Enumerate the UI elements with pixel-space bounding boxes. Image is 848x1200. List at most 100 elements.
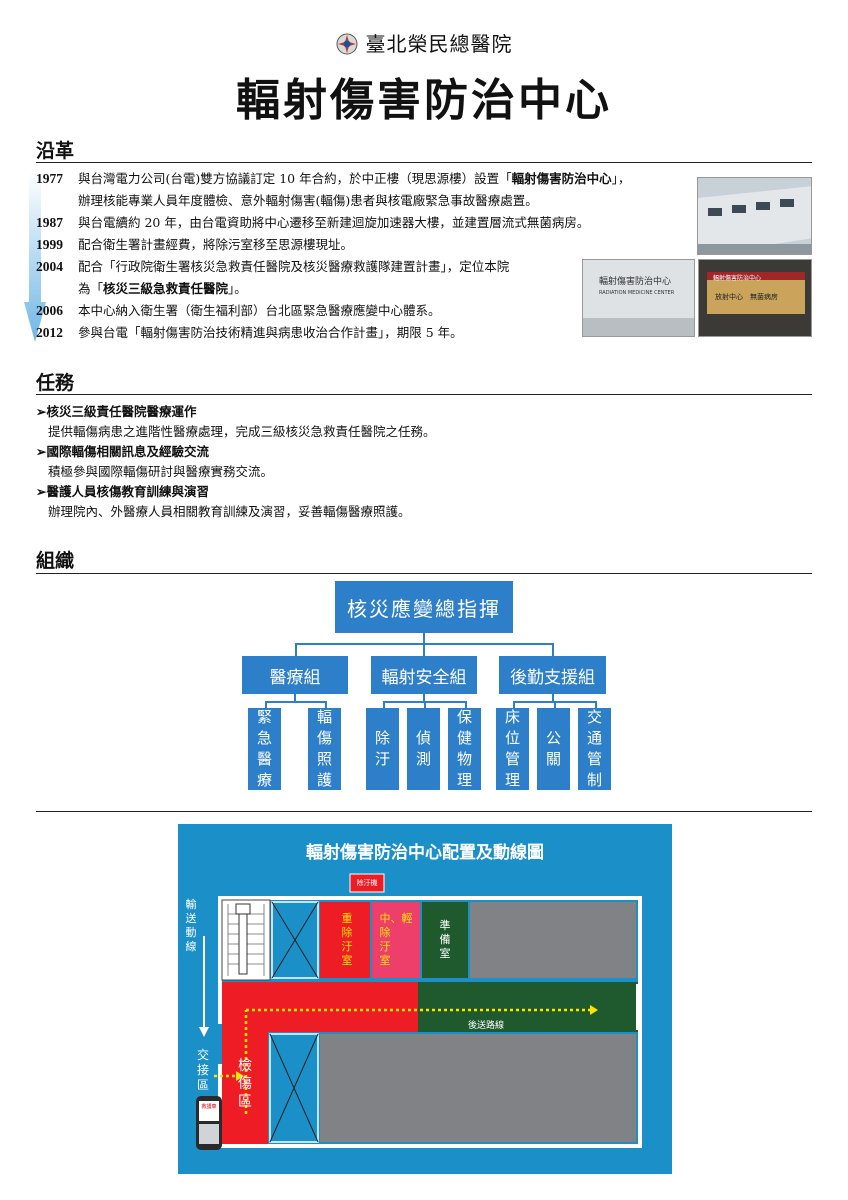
vertical-char: 輸 — [185, 898, 197, 911]
org-leaf-char: 管 — [586, 750, 602, 768]
vertical-char: 準 — [439, 919, 451, 932]
org-connector — [552, 694, 554, 702]
vertical-char: 除 — [341, 926, 353, 939]
org-connector — [382, 701, 385, 708]
history-text: 配合「行政院衛生署核災急救責任醫院及核災醫療救護隊建置計畫」，定位本院 — [78, 259, 510, 274]
tasks-heading: 任務 — [36, 372, 75, 394]
vertical-char: 動 — [185, 926, 197, 939]
org-leaf-char: 床 — [504, 708, 520, 726]
history-text: 」， — [611, 171, 631, 186]
task-title: ➢國際輻傷相關訊息及經驗交流 — [36, 444, 209, 459]
org-leaf-char: 理 — [456, 771, 472, 789]
org-leaf-char: 關 — [545, 750, 561, 768]
history-text: 配合衛生署計畫經費，將除污室移至思源樓現址。 — [78, 237, 354, 252]
ambulance-icon: 救護車 — [201, 1104, 217, 1110]
history-highlight: 輻射傷害防治中心 — [511, 171, 612, 186]
vertical-char: 汙 — [379, 940, 391, 953]
sign-photo-subtext: RADIATION MEDICINE CENTER — [599, 290, 675, 296]
tasks-divider — [36, 394, 812, 395]
vertical-char: 汙 — [341, 940, 353, 953]
history-year: 2012 — [36, 325, 63, 340]
route-label: 後送路線 — [468, 1021, 505, 1031]
floor-plan-drawing — [196, 873, 642, 1150]
org-leaf-char: 管 — [504, 750, 520, 768]
history-year: 1987 — [36, 215, 63, 230]
room-decon-machine: 除汙機 — [356, 879, 378, 887]
org-leaf-char: 照 — [316, 750, 332, 768]
org-leaf-char: 輻 — [316, 708, 332, 726]
org-leaf-char: 理 — [504, 771, 520, 789]
org-group-logistics: 後勤支援組 — [499, 656, 606, 694]
room-medium-decon: 中、輕除汙室 — [372, 912, 420, 968]
org-leaf-unit: 緊急醫療 — [248, 708, 281, 790]
org-connector — [512, 701, 515, 708]
sign-photo-text: 輻射傷害防治中心 — [599, 277, 672, 287]
org-heading: 組織 — [36, 550, 75, 572]
org-connector — [423, 701, 426, 708]
org-leaf-char: 測 — [415, 750, 431, 768]
timeline-arrow-icon — [24, 172, 46, 342]
vertical-char: 室 — [439, 947, 451, 960]
org-leaf-char: 療 — [256, 771, 272, 789]
org-leaf-char: 緊 — [256, 708, 272, 726]
vertical-char: 區 — [238, 1094, 252, 1110]
org-top-commander: 核災應變總指揮 — [335, 581, 513, 633]
history-divider — [36, 162, 812, 163]
vertical-char: 區 — [196, 1077, 209, 1092]
org-leaf-unit: 公關 — [537, 708, 570, 790]
floor-plan-title: 輻射傷害防治中心配置及動線圖 — [306, 843, 544, 863]
org-connector — [423, 633, 425, 644]
plaque-photo-text: 輻射傷害防治中心 — [713, 275, 762, 282]
org-connector — [264, 701, 327, 703]
org-divider — [36, 573, 812, 574]
vertical-char: 線 — [185, 940, 197, 953]
vertical-char: 中、輕 — [379, 912, 413, 925]
history-text: 參與台電「輻射傷害防治技術精進與病患收治合作計畫」，期限 5 年。 — [78, 325, 463, 340]
org-leaf-unit: 交通管制 — [578, 708, 611, 790]
hospital-name: 臺北榮民總醫院 — [0, 28, 848, 57]
handover-area-label: 交接區 — [196, 1046, 210, 1094]
hospital-logo-icon — [336, 33, 357, 55]
history-text: 本中心納入衛生署（衛生福利部）台北區緊急醫療應變中心體系。 — [78, 303, 441, 318]
transport-route-label: 輸送動線 — [184, 898, 198, 954]
room-prep: 準備室 — [438, 919, 452, 960]
history-text: 辦理核能專業人員年度體檢、意外輻射傷害(輻傷)患者與核電廠緊急事故醫療處置。 — [78, 193, 538, 208]
center-sign-photo: 輻射傷害防治中心 RADIATION MEDICINE CENTER — [582, 259, 695, 337]
page-title: 輻射傷害防治中心 — [236, 75, 612, 126]
vertical-char: 除 — [379, 926, 391, 939]
vertical-char: 備 — [439, 933, 451, 946]
vertical-char: 接 — [196, 1062, 209, 1077]
vertical-char: 交 — [196, 1047, 209, 1062]
org-leaf-char: 公 — [545, 729, 561, 747]
org-leaf-char: 通 — [586, 729, 602, 747]
org-leaf-unit: 床位管理 — [496, 708, 529, 790]
org-connector — [324, 701, 327, 708]
history-year: 2006 — [36, 303, 63, 318]
vertical-char: 室 — [341, 954, 353, 967]
vertical-char: 室 — [379, 954, 391, 967]
org-leaf-char: 急 — [256, 729, 272, 747]
org-leaf-char: 位 — [504, 729, 520, 747]
org-leaf-char: 制 — [586, 771, 602, 789]
hospital-name-text: 臺北榮民總醫院 — [365, 32, 513, 56]
history-highlight: 核災三級急救責任醫院 — [103, 281, 229, 296]
history-text: 為「 — [78, 281, 104, 296]
task-title: ➢醫護人員核傷教育訓練與演習 — [36, 484, 209, 499]
org-leaf-char: 交 — [586, 708, 602, 726]
org-leaf-unit: 除汙 — [366, 708, 399, 790]
org-bottom-divider — [36, 811, 812, 812]
org-connector — [264, 701, 267, 708]
org-connector — [553, 701, 556, 708]
plaque-photo: 輻射傷害防治中心 放射中心 無菌病房 — [698, 259, 812, 337]
org-leaf-char: 護 — [316, 771, 332, 789]
org-leaf-char: 物 — [456, 750, 472, 768]
task-title: ➢核災三級責任醫院醫療運作 — [36, 404, 197, 419]
org-leaf-char: 健 — [456, 729, 472, 747]
org-leaf-char: 偵 — [415, 729, 431, 747]
history-entry: 為「核災三級急救責任醫院」。 — [36, 278, 247, 300]
org-group-radiation-safety: 輻射安全組 — [371, 656, 477, 694]
org-leaf-char: 汙 — [374, 750, 390, 768]
task-description: 辦理院內、外醫療人員相關教育訓練及演習，妥善輻傷醫療照護。 — [48, 504, 411, 519]
